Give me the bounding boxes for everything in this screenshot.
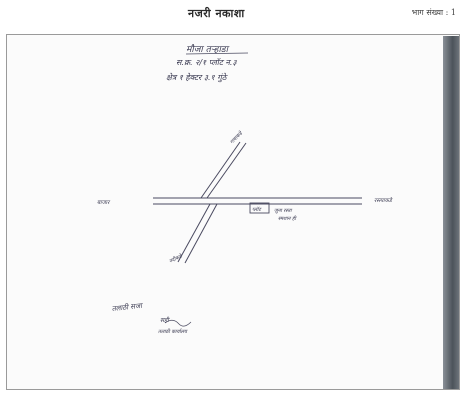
lower-road-right	[184, 203, 218, 264]
side-scrollbar[interactable]	[443, 36, 459, 389]
signature-scribble	[164, 319, 192, 327]
plot-note-line-1: जुना रस्ता	[274, 208, 293, 214]
page-count: भाग संख्या : 1	[412, 7, 456, 18]
left-road-label: बाजार	[97, 200, 111, 206]
sketch-heading-line-3: क्षेत्र १ हेक्टर ३.१ गुंठे	[166, 72, 229, 83]
plot-box	[249, 202, 270, 214]
page-count-label: भाग संख्या	[411, 8, 444, 17]
heading-underline	[185, 52, 249, 55]
right-road-label: रस्त्याकडे	[374, 197, 393, 204]
plot-label: प्लॉट	[252, 206, 262, 213]
signature-line-2: सही	[160, 316, 170, 324]
upper-road-label: गावाकडे	[228, 129, 244, 145]
signature-line-1: तलाठी सजा	[111, 301, 143, 313]
document-frame	[6, 34, 460, 390]
lower-road-left	[177, 203, 211, 263]
page-count-value: : 1	[445, 8, 456, 17]
lower-road-label: नदीकडे	[168, 252, 184, 264]
upper-road-right	[206, 142, 247, 199]
signature-line-3: तलाठी कार्यालय	[158, 328, 188, 335]
page-title: नजरी नकाशा	[188, 7, 245, 20]
sketch-heading-line-2: स.क्र. २/१ प्लॉट न.३	[176, 58, 237, 67]
sketch-heading-line-1: मौजा तऱ्हाडा	[186, 43, 230, 55]
plot-note-line-2: स्मशान ही	[278, 215, 298, 222]
upper-road-left	[200, 141, 241, 199]
